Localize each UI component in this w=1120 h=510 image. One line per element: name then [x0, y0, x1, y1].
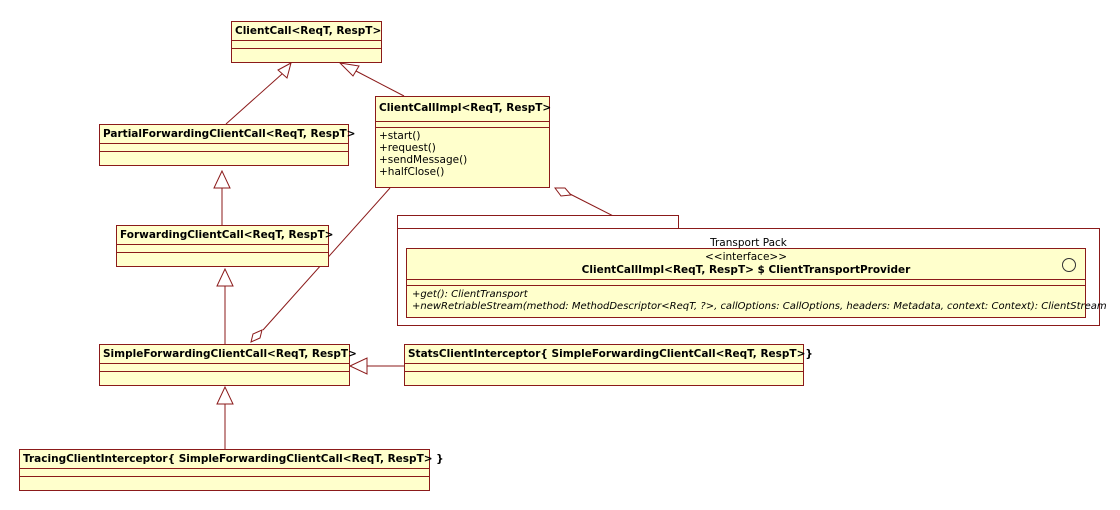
arrowhead-stats-simple — [348, 357, 368, 375]
interface-name: ClientCallImpl<ReqT, RespT> $ ClientTran… — [581, 264, 911, 276]
class-simple-forwarding-client-call[interactable]: SimpleForwardingClientCall<ReqT, RespT> — [99, 344, 357, 386]
operations-compartment — [405, 372, 803, 379]
class-partial-forwarding-client-call[interactable]: PartialForwardingClientCall<ReqT, RespT> — [99, 124, 355, 166]
aggregation-diamond-impl — [554, 187, 573, 197]
class-name: ClientCallImpl<ReqT, RespT> — [376, 97, 551, 122]
arrowhead-simple-forwarding — [216, 267, 234, 287]
package-tab — [397, 215, 679, 228]
arrowhead-partial-clientcall — [277, 62, 292, 79]
operations-compartment — [100, 372, 349, 379]
generalization-partial-to-clientcall — [225, 73, 283, 125]
operation-half-close: +halfClose() — [379, 166, 445, 178]
class-tracing-client-interceptor[interactable]: TracingClientInterceptor{ SimpleForwardi… — [19, 449, 444, 491]
attributes-compartment — [232, 41, 381, 49]
generalization-impl-to-clientcall — [355, 70, 405, 97]
aggregation-diamond-simple — [250, 329, 263, 343]
class-name: PartialForwardingClientCall<ReqT, RespT> — [100, 125, 355, 144]
class-name: TracingClientInterceptor{ SimpleForwardi… — [20, 450, 444, 469]
attributes-compartment — [100, 364, 349, 372]
attributes-compartment — [407, 280, 1085, 286]
class-name: ClientCall<ReqT, RespT> — [232, 22, 381, 41]
operations-compartment — [100, 152, 348, 159]
attributes-compartment — [20, 469, 429, 477]
operations-compartment — [117, 253, 328, 260]
interface-circle-icon — [1062, 258, 1076, 272]
operation-start: +start() — [379, 130, 421, 142]
class-stats-client-interceptor[interactable]: StatsClientInterceptor{ SimpleForwarding… — [404, 344, 813, 386]
interface-stereotype: <<interface>> — [704, 251, 788, 263]
operation-send-message: +sendMessage() — [379, 154, 468, 166]
operations-compartment: +start() +request() +sendMessage() +half… — [376, 128, 549, 180]
operations-compartment: +get(): ClientTransport +newRetriableStr… — [407, 286, 1107, 316]
arrowhead-forwarding-partial — [213, 169, 231, 189]
operation-new-retriable-stream: +newRetriableStream(method: MethodDescri… — [412, 301, 1107, 312]
interface-header: <<interface>> ClientCallImpl<ReqT, RespT… — [407, 249, 1085, 280]
operations-compartment — [232, 49, 381, 56]
arrowhead-impl-clientcall — [338, 62, 360, 77]
class-name: ForwardingClientCall<ReqT, RespT> — [117, 226, 333, 245]
attributes-compartment — [405, 364, 803, 372]
class-name: SimpleForwardingClientCall<ReqT, RespT> — [100, 345, 357, 364]
attributes-compartment — [117, 245, 328, 253]
class-forwarding-client-call[interactable]: ForwardingClientCall<ReqT, RespT> — [116, 225, 333, 267]
arrowhead-tracing-simple — [216, 385, 234, 405]
package-title: Transport Pack — [710, 237, 787, 249]
class-client-call-impl[interactable]: ClientCallImpl<ReqT, RespT> +start() +re… — [375, 96, 551, 188]
operation-get: +get(): ClientTransport — [412, 289, 528, 300]
operation-request: +request() — [379, 142, 436, 154]
attributes-compartment — [376, 122, 549, 128]
class-name: StatsClientInterceptor{ SimpleForwarding… — [405, 345, 813, 364]
attributes-compartment — [100, 144, 348, 152]
operations-compartment — [20, 477, 429, 484]
class-client-call[interactable]: ClientCall<ReqT, RespT> — [231, 21, 382, 63]
interface-client-transport-provider[interactable]: <<interface>> ClientCallImpl<ReqT, RespT… — [406, 248, 1107, 318]
